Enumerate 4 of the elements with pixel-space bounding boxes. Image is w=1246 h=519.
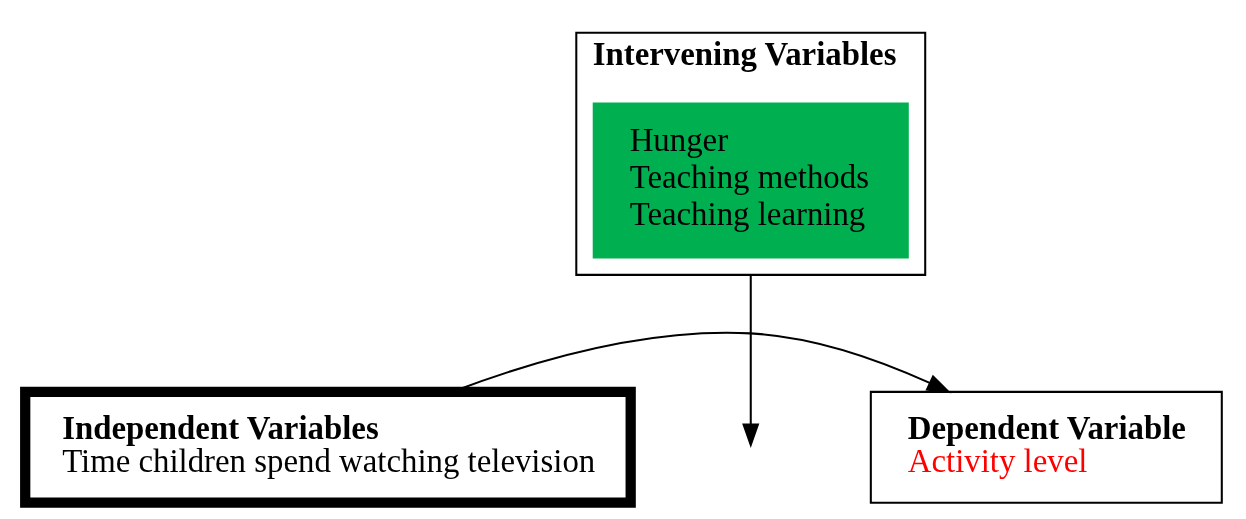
- node-box: Independent Variables Time children spend watching television: [19, 386, 636, 508]
- node-box: Hunger Teaching methods Teaching learning: [592, 102, 909, 259]
- arrow: [741, 274, 759, 449]
- node-box: Dependent Variable Activity level: [869, 390, 1223, 504]
